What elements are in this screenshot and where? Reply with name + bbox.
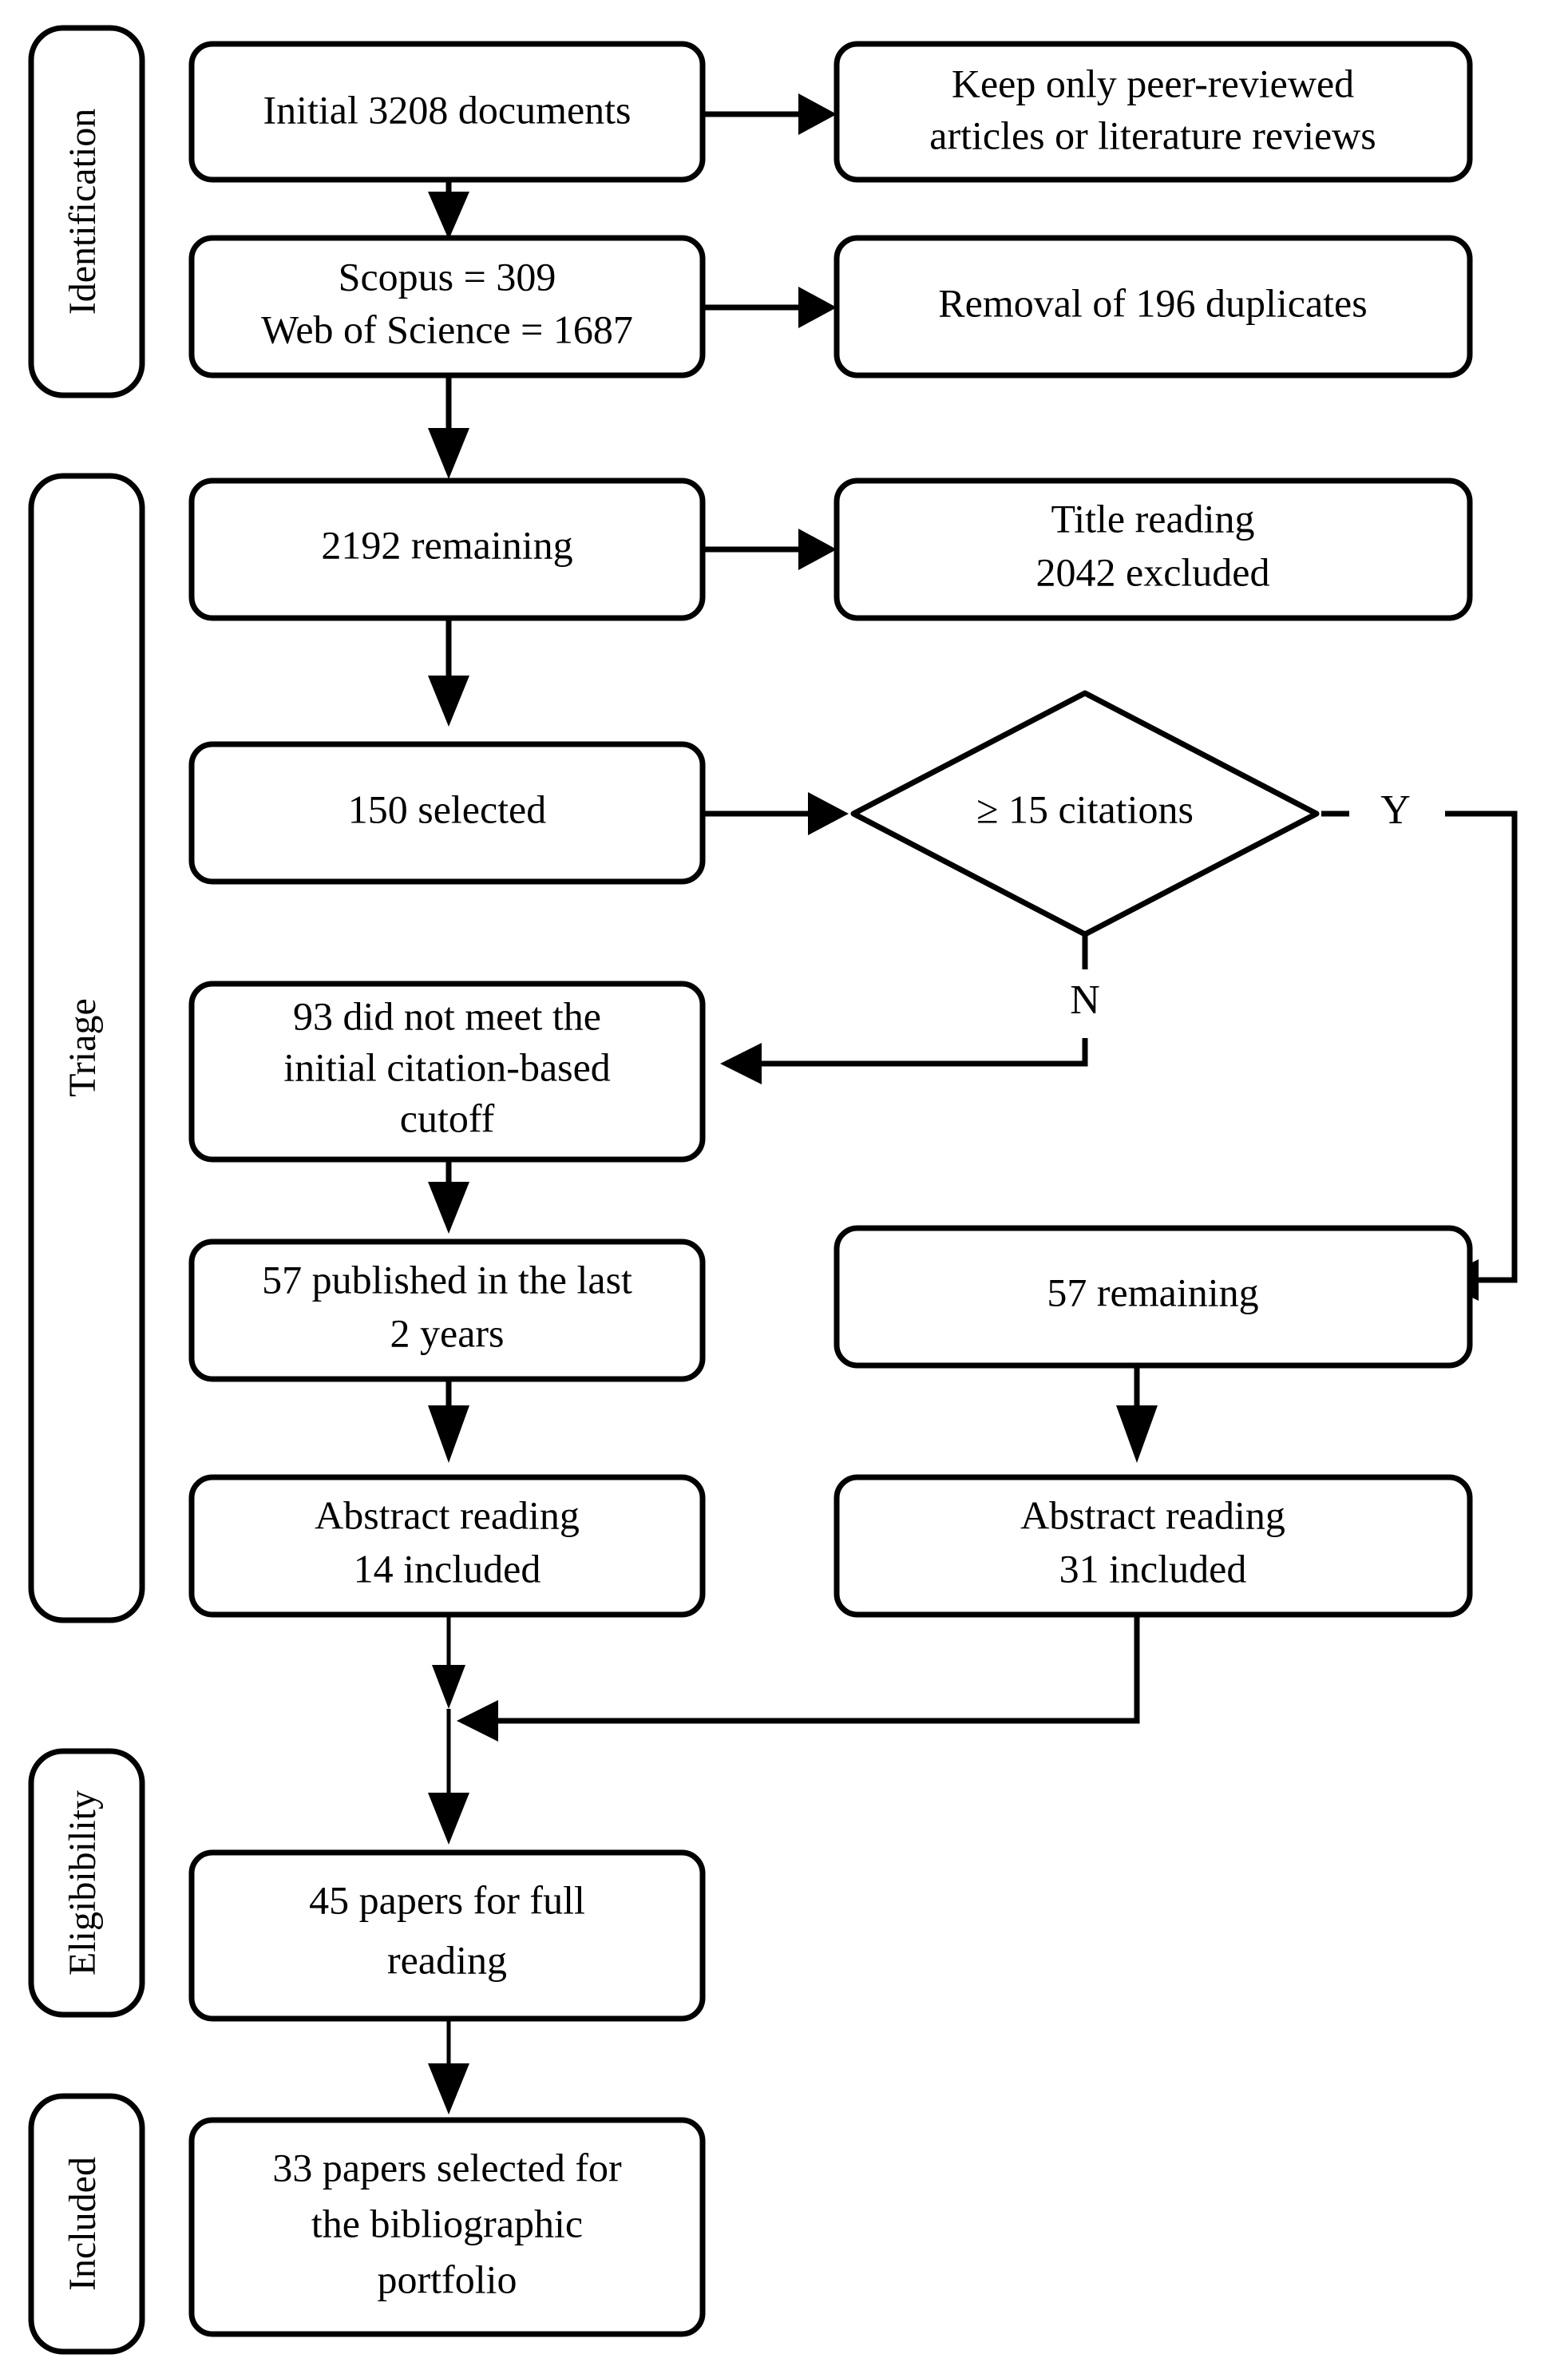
node-text-full-reading-45-line1: 45 papers for full	[309, 1877, 585, 1922]
node-text-cutoff-93-line3: cutoff	[400, 1096, 495, 1140]
edge-databases-to-remaining-2192	[428, 375, 469, 479]
node-title-reading[interactable]: Title reading 2042 excluded	[833, 478, 1473, 621]
node-full-reading-45[interactable]: 45 papers for full reading	[188, 1849, 706, 2022]
edge-full-reading-45-to-portfolio-33	[428, 2019, 469, 2114]
node-text-peer-reviewed-line2: articles or literature reviews	[929, 113, 1376, 157]
node-box-database-counts[interactable]	[188, 235, 706, 378]
stage-label-included: Included	[28, 2093, 145, 2355]
node-abstract-31[interactable]: Abstract reading 31 included	[833, 1474, 1473, 1618]
node-remaining-57[interactable]: 57 remaining	[833, 1225, 1473, 1369]
node-text-cutoff-93-line2: initial citation-based	[283, 1044, 611, 1089]
node-published-57[interactable]: 57 published in the last 2 years	[188, 1239, 706, 1382]
node-text-portfolio-33-line2: the bibliographic	[311, 2201, 583, 2245]
node-box-full-reading-45[interactable]	[188, 1849, 706, 2022]
node-remaining-2192[interactable]: 2192 remaining	[188, 478, 706, 621]
node-peer-reviewed-filter[interactable]: Keep only peer-reviewed articles or lite…	[833, 41, 1473, 183]
stage-bar-triage	[28, 473, 145, 1623]
node-text-published-57-line1: 57 published in the last	[262, 1257, 632, 1302]
node-text-published-57-line2: 2 years	[390, 1310, 505, 1355]
node-box-remaining-57[interactable]	[833, 1225, 1473, 1369]
node-text-remaining-2192: 2192 remaining	[321, 522, 572, 567]
edge-remaining-2192-to-title-reading	[703, 529, 837, 570]
stage-bar-eligibility	[28, 1748, 145, 2018]
node-box-initial-documents[interactable]	[188, 41, 706, 183]
node-text-title-reading-line1: Title reading	[1051, 496, 1254, 541]
stage-label-text-identification: Identification	[61, 109, 104, 315]
stage-label-text-triage: Triage	[61, 998, 104, 1097]
node-text-portfolio-33-line3: portfolio	[378, 2257, 517, 2301]
stage-label-text-eligibility: Eligibibility	[61, 1790, 104, 1976]
edge-initial-to-peer-reviewed	[703, 93, 837, 135]
node-box-peer-reviewed-filter[interactable]	[833, 41, 1473, 183]
edge-citation-check-no-to-cutoff-93	[720, 923, 1088, 1084]
edge-published-57-to-abstract-14	[428, 1379, 469, 1463]
node-text-abstract-31-line1: Abstract reading	[1020, 1492, 1285, 1537]
node-database-counts[interactable]: Scopus = 309 Web of Science = 1687	[188, 235, 706, 378]
node-shape-citation-decision[interactable]	[850, 690, 1320, 937]
node-text-wos-count: Web of Science = 1687	[261, 307, 633, 351]
node-text-initial-documents: Initial 3208 documents	[263, 87, 631, 132]
edge-selected-150-to-citation-check	[703, 792, 849, 835]
edge-remaining-2192-to-selected-150	[428, 616, 469, 727]
node-selected-150[interactable]: 150 selected	[188, 741, 706, 885]
node-text-citation-decision: ≥ 15 citations	[976, 787, 1194, 831]
edge-remaining-57-to-abstract-31	[1116, 1365, 1158, 1463]
node-citation-decision[interactable]: ≥ 15 citations	[850, 690, 1320, 937]
node-box-portfolio-33[interactable]	[188, 2117, 706, 2337]
node-text-portfolio-33-line1: 33 papers selected for	[272, 2145, 622, 2190]
node-box-duplicate-removal[interactable]	[833, 235, 1473, 378]
branch-label-no: N	[1070, 977, 1100, 1023]
node-portfolio-33[interactable]: 33 papers selected for the bibliographic…	[188, 2117, 706, 2337]
edge-cutoff-93-to-published-57	[428, 1159, 469, 1234]
node-text-title-reading-line2: 2042 excluded	[1036, 549, 1270, 594]
node-text-selected-150: 150 selected	[348, 787, 547, 831]
node-text-remaining-57: 57 remaining	[1047, 1270, 1258, 1314]
node-text-scopus-count: Scopus = 309	[339, 254, 556, 299]
branch-label-yes: Y	[1380, 787, 1411, 833]
node-initial-documents[interactable]: Initial 3208 documents	[188, 41, 706, 183]
node-text-full-reading-45-line2: reading	[387, 1937, 507, 1982]
stage-label-text-included: Included	[61, 2157, 104, 2291]
stage-bar-included	[28, 2093, 145, 2355]
node-box-selected-150[interactable]	[188, 741, 706, 885]
stage-bar-identification	[28, 25, 145, 398]
node-text-abstract-31-line2: 31 included	[1059, 1546, 1247, 1591]
node-text-peer-reviewed-line1: Keep only peer-reviewed	[952, 61, 1354, 105]
node-box-abstract-31[interactable]	[833, 1474, 1473, 1618]
node-text-duplicate-removal: Removal of 196 duplicates	[938, 280, 1367, 325]
node-box-abstract-14[interactable]	[188, 1474, 706, 1618]
stage-label-eligibility: Eligibibility	[28, 1748, 145, 2018]
edge-databases-to-duplicates	[703, 287, 837, 328]
edge-abstract-31-to-full-reading-45	[457, 1615, 1140, 1742]
stage-label-identification: Identification	[28, 25, 145, 398]
edge-initial-to-databases	[428, 180, 469, 240]
node-box-remaining-2192[interactable]	[188, 478, 706, 621]
node-text-abstract-14-line2: 14 included	[354, 1546, 541, 1591]
node-box-published-57[interactable]	[188, 1239, 706, 1382]
node-cutoff-93[interactable]: 93 did not meet the initial citation-bas…	[188, 981, 706, 1163]
node-abstract-14[interactable]: Abstract reading 14 included	[188, 1474, 706, 1618]
node-box-cutoff-93[interactable]	[188, 981, 706, 1163]
node-duplicate-removal[interactable]: Removal of 196 duplicates	[833, 235, 1473, 378]
stage-label-triage: Triage	[28, 473, 145, 1623]
edge-abstract-14-to-full-reading-45	[428, 1615, 469, 1845]
node-text-cutoff-93-line1: 93 did not meet the	[293, 993, 601, 1038]
node-text-abstract-14-line1: Abstract reading	[315, 1492, 580, 1537]
node-box-title-reading[interactable]	[833, 478, 1473, 621]
